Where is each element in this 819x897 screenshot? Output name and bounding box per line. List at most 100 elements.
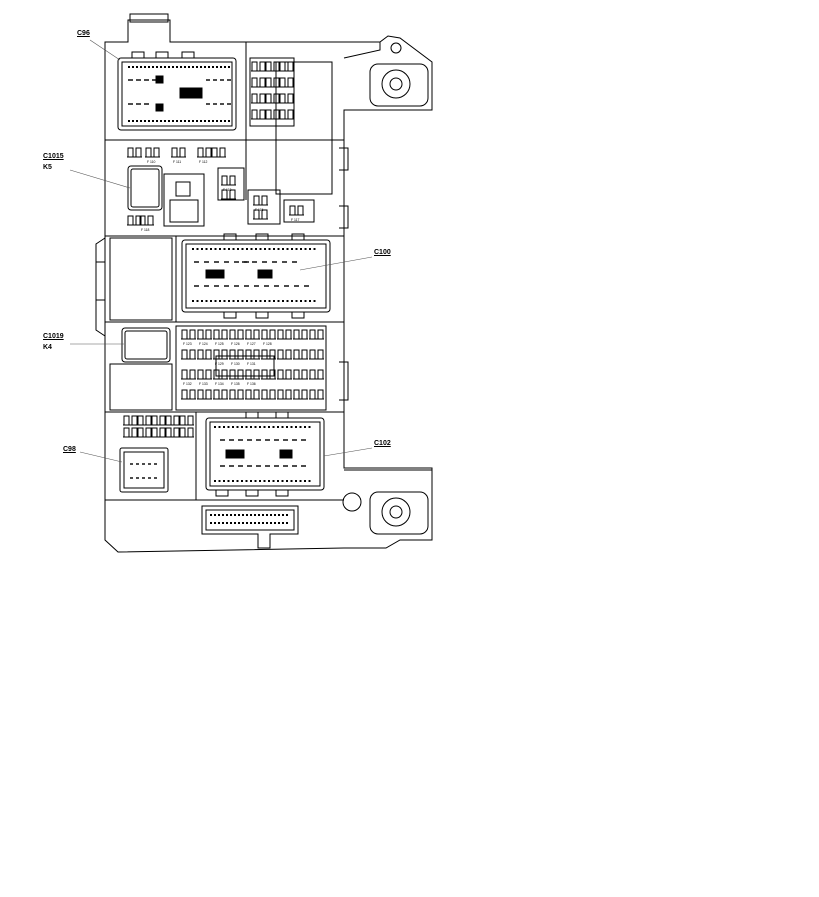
pin [290, 480, 293, 482]
fuse-leg [221, 389, 228, 400]
pin [222, 514, 224, 516]
pin [136, 120, 138, 122]
fuse: F 131 [245, 349, 260, 366]
fuse-leg [285, 349, 292, 360]
fuse-leg [165, 427, 172, 438]
fuse-leg [253, 195, 260, 206]
fuse-leg [159, 415, 166, 426]
fuse-leg [171, 147, 178, 158]
pin [250, 300, 253, 302]
fuse [279, 93, 294, 104]
pin [304, 248, 307, 250]
fuse: F 123 [181, 329, 196, 346]
pin [223, 426, 225, 428]
pin [241, 248, 244, 250]
pin [214, 480, 216, 482]
fuse-leg [245, 329, 252, 340]
fuse-leg [221, 349, 228, 360]
connector-c102 [205, 411, 325, 497]
fuse-leg [317, 349, 324, 360]
pin [192, 300, 194, 302]
fuse [277, 389, 292, 400]
fuse [261, 369, 276, 380]
pin [254, 426, 257, 428]
fuse [265, 61, 280, 72]
fuse-leg [205, 389, 212, 400]
fuse-leg [237, 369, 244, 380]
pin [282, 300, 284, 302]
pin [192, 248, 194, 250]
fuse-leg [221, 175, 228, 186]
pin [184, 120, 186, 122]
fuse-leg [277, 389, 284, 400]
fuse-label: F 132 [183, 382, 192, 386]
pin [286, 514, 288, 516]
pin [184, 66, 186, 68]
fuse: F 134 [213, 369, 228, 386]
leader-lines [69, 39, 373, 463]
pin [254, 514, 256, 516]
fuse [151, 415, 166, 426]
pin [219, 300, 221, 302]
fuse-leg [259, 93, 266, 104]
pin [245, 426, 248, 428]
pin [140, 120, 142, 122]
fuse-leg [197, 389, 204, 400]
fuse: F 129 [213, 349, 228, 366]
pin [308, 426, 311, 428]
relay-k4 [109, 327, 173, 411]
pin [278, 514, 280, 516]
fuse-leg [293, 389, 300, 400]
pin [291, 300, 293, 302]
pin [266, 514, 268, 516]
fuse [277, 329, 292, 340]
fuse [309, 329, 324, 340]
pin [160, 66, 162, 68]
pin [132, 120, 134, 122]
fuse-leg [179, 415, 186, 426]
fuse-leg [213, 389, 220, 400]
fuse [181, 389, 196, 400]
fuse-leg [137, 415, 144, 426]
pin [222, 522, 224, 524]
fuse-leg [229, 349, 236, 360]
pin [212, 66, 214, 68]
pin [176, 66, 178, 68]
pin [210, 300, 212, 302]
pin [263, 426, 266, 428]
fuse: F 118 [139, 215, 154, 232]
pin [304, 480, 306, 482]
pin [286, 300, 289, 302]
fuse-leg [127, 147, 134, 158]
fuse-leg [285, 369, 292, 380]
pin [128, 66, 130, 68]
pin [282, 514, 284, 516]
fuse-leg [253, 389, 260, 400]
fuse-leg [189, 369, 196, 380]
pin [250, 480, 252, 482]
fuse-leg [219, 147, 226, 158]
fuse-leg [197, 329, 204, 340]
fuse-leg [197, 369, 204, 380]
bottom-connector-pins [210, 514, 288, 524]
pin [308, 480, 311, 482]
fuse [179, 427, 194, 438]
fuse-leg [259, 61, 266, 72]
fuse-label: F 112 [199, 160, 208, 164]
fuse: F 136 [245, 369, 260, 386]
pin [148, 120, 150, 122]
pin [188, 120, 190, 122]
pin [237, 300, 239, 302]
fuse-leg [131, 415, 138, 426]
fuse-leg [173, 415, 180, 426]
pin [223, 248, 226, 250]
fuse-leg [123, 415, 130, 426]
fuse-leg [309, 369, 316, 380]
callout-k4: K4 [43, 344, 52, 351]
fuse-leg [245, 349, 252, 360]
pin [214, 426, 216, 428]
fuse-leg [145, 147, 152, 158]
pin [272, 480, 275, 482]
